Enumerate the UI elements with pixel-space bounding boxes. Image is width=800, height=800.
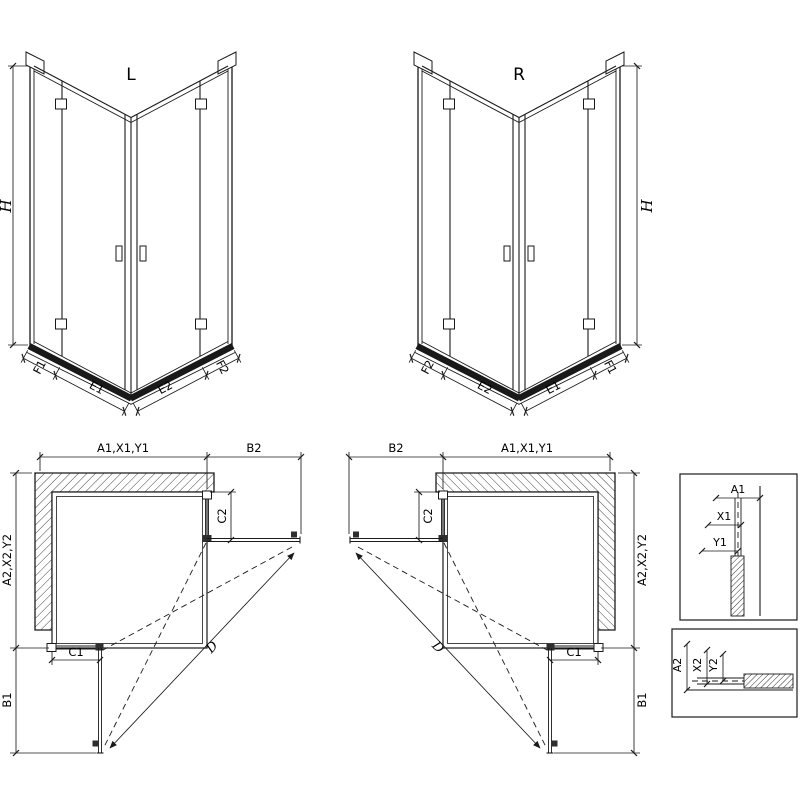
plan-right-b2-label: B2 [388,441,403,455]
detail-y1-label: Y1 [712,536,727,549]
dim-label-h-right: H [638,199,656,214]
plan-left-top-width-label: A1,X1,Y1 [97,441,149,455]
detail-y2-label: Y2 [707,658,720,673]
view-right-title: R [513,65,525,85]
plan-right-b1-label: B1 [635,692,649,707]
plan-left-c1-label: C1 [68,645,83,659]
plan-left-b1-label: B1 [0,692,14,707]
floor-profile-section [743,673,794,689]
plan-right-c2-label: C2 [421,508,435,523]
plan-left-b2-label: B2 [246,441,261,455]
dim-label-e1-right: E1 [543,378,562,397]
detail-x2-label: X2 [691,658,704,673]
plan-right-top-width-label: A1,X1,Y1 [501,441,553,455]
dim-label-e2-right: E2 [475,378,494,397]
dim-label-f2-left: F2 [213,358,232,377]
dim-label-e2-left: E2 [155,378,174,397]
detail-floor-profile: A2 X2 Y2 [671,628,798,718]
dim-label-f1-right: F1 [601,358,620,377]
dim-label-e1-left: E1 [87,378,106,397]
view-left-title: L [126,65,136,85]
dim-label-h-left: H [0,199,15,214]
view-3d-left: L H F1 E1 E2 F2 [0,52,241,416]
dim-label-f2-right: F2 [418,358,437,377]
plan-left-c2-label: C2 [215,508,229,523]
plan-right-c1-label: C1 [566,645,581,659]
dim-label-f1-left: F1 [30,358,49,377]
detail-a2-label: A2 [671,658,684,673]
plan-left: A1,X1,Y1 B2 C2 A2,X2,Y2 C1 B1 D [0,441,304,756]
view-3d-right: R H F2 E2 E1 F1 [409,52,656,416]
detail-a1-label: A1 [731,483,746,496]
plan-right: B2 A1,X1,Y1 C2 A2,X2,Y2 C1 B1 D [346,441,649,756]
plan-right-side-depth-label: A2,X2,Y2 [635,534,649,586]
plan-left-side-depth-label: A2,X2,Y2 [0,534,14,586]
detail-x1-label: X1 [717,510,732,523]
detail-wall-profile: A1 X1 Y1 [679,473,798,621]
wall-profile-section [730,555,745,617]
